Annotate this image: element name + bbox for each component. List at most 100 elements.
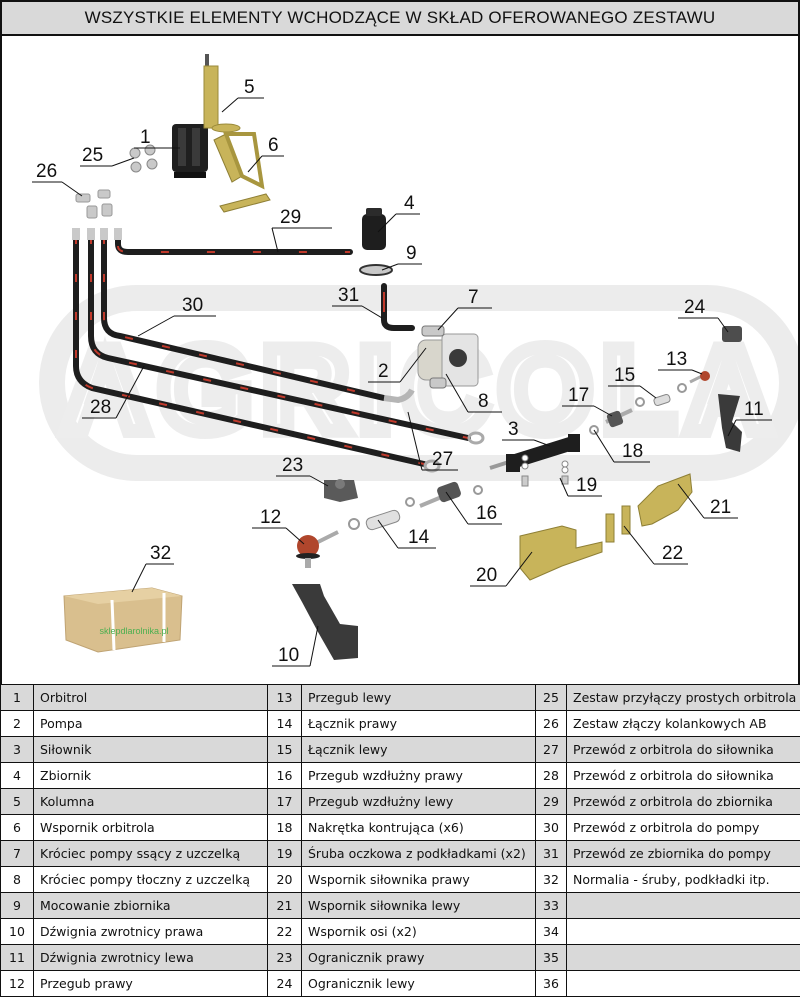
part-number: 36 — [535, 970, 567, 997]
callout-label-8: 8 — [478, 391, 489, 412]
part-name: Pompa — [33, 710, 268, 737]
axle-brackets-22 — [605, 505, 631, 543]
part-number: 15 — [267, 736, 302, 763]
reservoir-clamp-part — [359, 264, 393, 276]
hose-31 — [381, 283, 415, 331]
hardware-box-32: sklepdlarolnika.pl — [63, 587, 183, 653]
orbitrol-bracket-part — [213, 132, 271, 213]
part-number: 31 — [535, 840, 567, 867]
callout-label-26: 26 — [36, 161, 58, 182]
part-number: 14 — [267, 710, 302, 737]
part-name: Siłownik — [33, 736, 268, 763]
diagram-canvas: AGRICOLA — [32, 54, 798, 667]
callout-leader — [377, 519, 399, 549]
part-name — [566, 918, 800, 945]
right-joint-12 — [296, 530, 339, 568]
part-number: 21 — [267, 892, 302, 919]
callout-label-7: 7 — [468, 287, 479, 308]
part-number: 12 — [0, 970, 34, 997]
suction-port-7 — [421, 325, 445, 337]
callout-leader — [437, 307, 459, 331]
left-lever-11 — [718, 394, 742, 452]
part-name: Przewód z orbitrola do siłownika — [566, 762, 800, 789]
part-number: 2 — [0, 710, 34, 737]
callout-leader — [677, 483, 705, 519]
part-number: 28 — [535, 762, 567, 789]
callout-label-22: 22 — [662, 543, 684, 564]
part-name: Ogranicznik prawy — [301, 944, 536, 971]
part-name: Wspornik osi (x2) — [301, 918, 536, 945]
exploded-parts-diagram: AGRICOLA — [2, 36, 798, 684]
elbow-fitting — [383, 388, 415, 404]
part-name: Zestaw złączy kolankowych AB — [566, 710, 800, 737]
part-number: 13 — [267, 684, 302, 711]
hose-28 — [72, 228, 441, 473]
pump-part — [417, 325, 479, 389]
part-number: 16 — [267, 762, 302, 789]
part-name: Przegub lewy — [301, 684, 536, 711]
callout-label-16: 16 — [476, 503, 498, 524]
part-number: 22 — [267, 918, 302, 945]
callout-leader — [221, 97, 239, 113]
callout-label-21: 21 — [710, 497, 732, 518]
part-name: Łącznik lewy — [301, 736, 536, 763]
hose-30 — [100, 228, 415, 404]
part-number: 11 — [0, 944, 34, 971]
callout-leader — [445, 491, 469, 525]
part-name: Wspornik siłownika prawy — [301, 866, 536, 893]
callout-label-31: 31 — [338, 285, 360, 306]
watermark-text: AGRICOLA — [62, 323, 782, 457]
callout-label-28: 28 — [90, 397, 112, 418]
part-number: 7 — [0, 840, 34, 867]
part-name: Ogranicznik lewy — [301, 970, 536, 997]
part-name: Wspornik orbitrola — [33, 814, 268, 841]
callout-leader — [623, 525, 655, 565]
callout-leader — [137, 315, 175, 337]
banjo-fitting — [467, 431, 485, 445]
callout-leader — [309, 475, 329, 487]
callout-leader — [111, 157, 135, 167]
reservoir-part — [362, 208, 386, 250]
connector-14 — [365, 509, 401, 531]
callout-leader — [407, 411, 423, 471]
part-number: 1 — [0, 684, 34, 711]
part-number: 5 — [0, 788, 34, 815]
part-name: Przegub wzdłużny lewy — [301, 788, 536, 815]
part-name — [566, 970, 800, 997]
part-name: Przegub wzdłużny prawy — [301, 762, 536, 789]
part-name: Zestaw przyłączy prostych orbitrola — [566, 684, 800, 711]
hose-fitting — [114, 228, 122, 240]
column-part — [203, 54, 241, 133]
part-number: 6 — [0, 814, 34, 841]
part-name: Łącznik prawy — [301, 710, 536, 737]
leader-lines — [32, 97, 772, 667]
callout-leader — [639, 385, 657, 399]
part-name: Mocowanie zbiornika — [33, 892, 268, 919]
part-name: Nakrętka kontrująca (x6) — [301, 814, 536, 841]
banjo-fitting — [423, 459, 441, 473]
part-name: Przewód z orbitrola do siłownika — [566, 736, 800, 763]
callout-label-25: 25 — [82, 145, 104, 166]
callout-label-10: 10 — [278, 645, 300, 666]
callout-label-27: 27 — [432, 449, 454, 470]
part-name: Króciec pompy tłoczny z uzczelką — [33, 866, 268, 893]
part-name — [566, 892, 800, 919]
part-name: Przewód z orbitrola do pompy — [566, 814, 800, 841]
callout-leader — [445, 373, 469, 413]
callout-label-29: 29 — [280, 207, 302, 228]
cylinder-bracket-21 — [637, 473, 693, 527]
part-name: Przewód ze zbiornika do pompy — [566, 840, 800, 867]
part-number: 23 — [267, 944, 302, 971]
right-lever-10 — [292, 584, 358, 660]
part-number: 9 — [0, 892, 34, 919]
callout-label-20: 20 — [476, 565, 498, 586]
part-number: 35 — [535, 944, 567, 971]
callout-leader — [285, 527, 305, 545]
callout-label-17: 17 — [568, 385, 590, 406]
